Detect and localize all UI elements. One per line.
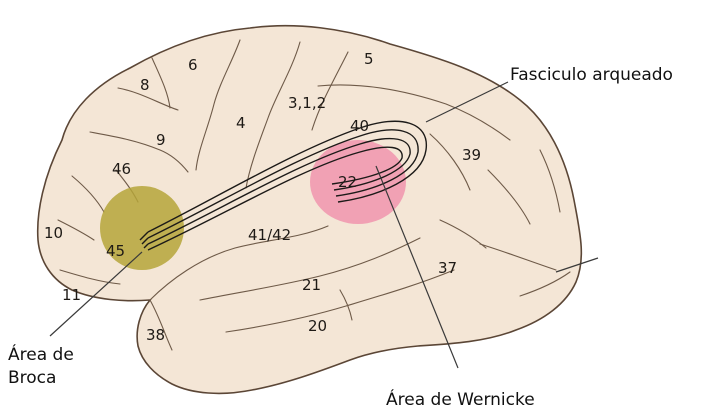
area-40-label: 40: [350, 117, 369, 135]
area-22-label: 22: [338, 173, 357, 191]
area-41-42-label: 41/42: [248, 226, 291, 244]
area-3-1-2-label: 3,1,2: [288, 94, 326, 112]
area-9-label: 9: [156, 131, 166, 149]
area-5-label: 5: [364, 50, 374, 68]
area-8-label: 8: [140, 76, 150, 94]
broca-label-line1: Área de: [8, 343, 74, 365]
fasciculo-arqueado-label: Fasciculo arqueado: [510, 65, 673, 85]
area-10-label: 10: [44, 224, 63, 242]
area-39-label: 39: [462, 146, 481, 164]
area-20-label: 20: [308, 317, 327, 335]
broca-label-line2: Broca: [8, 368, 56, 388]
area-6-label: 6: [188, 56, 198, 74]
area-38-label: 38: [146, 326, 165, 344]
area-4-label: 4: [236, 114, 246, 132]
area-45-label: 45: [106, 242, 125, 260]
area-46-label: 46: [112, 160, 131, 178]
area-11-label: 11: [62, 286, 81, 304]
area-37-label: 37: [438, 259, 457, 277]
area-21-label: 21: [302, 276, 321, 294]
wernicke-label: Área de Wernicke: [386, 388, 535, 410]
